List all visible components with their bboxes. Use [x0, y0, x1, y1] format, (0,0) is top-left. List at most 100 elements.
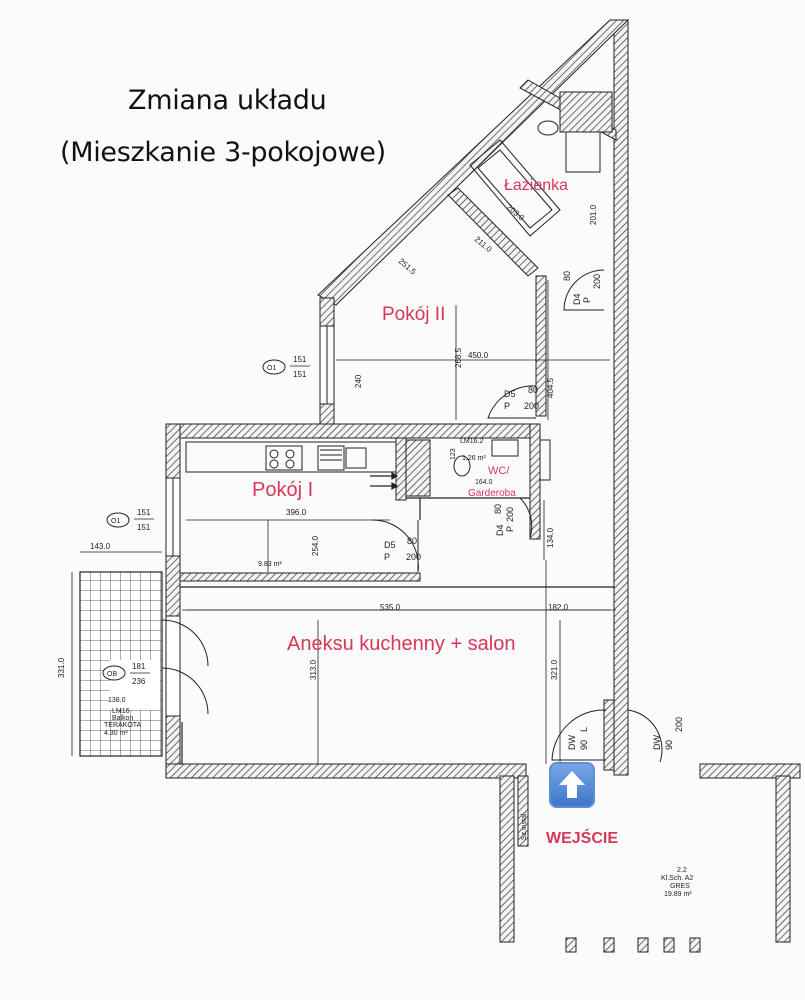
dim-164: 164.0 [475, 479, 493, 486]
balcony-width: 138.0 [108, 697, 126, 704]
door-arc-d5-lower [371, 519, 419, 573]
room-label-pokoj2: Pokój II [382, 304, 445, 325]
dim-123: 123 [450, 448, 457, 460]
dim-331: 331.0 [57, 657, 66, 678]
dim-313: 313.0 [309, 659, 318, 680]
wall-bath-diagonal [447, 187, 539, 277]
door-arc-d5-upper [487, 385, 537, 419]
wall-installation [517, 775, 529, 847]
label-lm162: LM16.2 [460, 438, 483, 445]
hall-area: 19.89 m² [664, 891, 692, 898]
door-swings [161, 269, 663, 763]
dim-535: 535.0 [380, 603, 401, 612]
bathroom-fixtures [469, 91, 613, 237]
window-tag-o1-upper: O1 151 151 [262, 355, 310, 379]
dim-2685: 268.5 [454, 347, 463, 368]
dim-134: 134.0 [546, 527, 555, 548]
wall-wc-left [395, 437, 407, 501]
svg-text:80: 80 [562, 271, 572, 281]
room-label-pokoj1: Pokój I [252, 479, 313, 501]
svg-text:90: 90 [664, 740, 674, 750]
dim-450: 450.0 [468, 351, 489, 360]
door-tag-d5-upper: D5 80 P 200 [504, 385, 539, 411]
door-arc-dw-right [627, 709, 663, 763]
svg-text:D4: D4 [495, 524, 505, 536]
svg-text:D5: D5 [504, 389, 516, 399]
balcony [79, 571, 163, 757]
svg-text:O1: O1 [267, 365, 276, 372]
bottom-stubs [565, 937, 701, 953]
svg-text:P: P [504, 401, 510, 411]
balcony-area: 4.30 m² [104, 730, 128, 737]
svg-text:200: 200 [674, 717, 684, 732]
balcony-name: Balkon [112, 715, 134, 722]
svg-text:236: 236 [132, 677, 146, 686]
installation-label: Sz.instal. [521, 812, 528, 840]
room-label-wc: WC/ [488, 465, 510, 477]
room-label-entrance: WEJŚCIE [546, 828, 618, 847]
dim-396: 396.0 [286, 508, 307, 517]
svg-text:O1: O1 [111, 518, 120, 525]
room-label-garderoba: Garderoba [468, 488, 516, 499]
wall-pokoj1-top [165, 423, 537, 439]
dim-321: 321.0 [550, 659, 559, 680]
wc-arrows [370, 471, 399, 491]
svg-text:181: 181 [132, 662, 146, 671]
svg-text:80: 80 [528, 385, 538, 395]
wc-area: 1.26 m² [462, 455, 486, 462]
plan-title-line1: Zmiana układu [128, 85, 327, 116]
wall-bottom [165, 763, 527, 779]
svg-text:151: 151 [137, 523, 151, 532]
hall-material: GRES [670, 883, 690, 890]
svg-text:200: 200 [524, 401, 539, 411]
door-arc-balcony-1 [161, 619, 209, 667]
door-arc-balcony-2 [161, 667, 209, 715]
svg-text:D4: D4 [572, 293, 582, 305]
svg-text:OB: OB [107, 671, 117, 678]
kitchen-counter [185, 441, 397, 473]
dim-143: 143.0 [90, 542, 111, 551]
wall-hall-left [499, 775, 515, 943]
dim-240: 240 [354, 374, 363, 388]
door-tag-d4-bath: D4 80 P 200 [562, 271, 602, 305]
svg-text:151: 151 [137, 508, 151, 517]
room-label-lazienka: Łazienka [504, 177, 568, 194]
wall-wc-right [529, 423, 541, 540]
dimension-lines [71, 280, 610, 764]
window-tag-o1-lower: O1 151 151 [106, 508, 154, 532]
svg-text:200: 200 [592, 274, 602, 289]
balcony-material: TERAKOTA [104, 722, 142, 729]
door-tag-d5-lower: D5 80 P 200 [384, 536, 421, 562]
area-pokoj1: 9.83 m² [258, 561, 282, 568]
plan-title-line2: (Mieszkanie 3-pokojowe) [60, 137, 386, 168]
up-arrow-icon [549, 762, 595, 808]
svg-text:200: 200 [406, 552, 421, 562]
svg-text:80: 80 [407, 536, 417, 546]
wc-fixtures [405, 439, 551, 497]
dim-201: 201.0 [589, 204, 598, 225]
door-arc-dw-left [551, 709, 607, 761]
room-label-salon: Aneksu kuchenny + salon [287, 633, 516, 655]
window-tag-ob: OB 181 236 [102, 662, 150, 686]
wall-entrance-stub [603, 699, 615, 771]
wall-pokoj1-bottom [179, 572, 421, 582]
door-arc-d4-wc [519, 497, 533, 539]
wall-hall-right [775, 775, 791, 943]
balcony-code: LM16 [112, 708, 130, 715]
door-tag-dw-left: DW 90 L [567, 727, 589, 750]
svg-text:DW: DW [567, 735, 577, 750]
hall-class: Kl.Sch. A2 [661, 875, 693, 882]
svg-text:D5: D5 [384, 540, 396, 550]
door-tag-d4-wc: D4 80 P 200 [493, 504, 515, 536]
svg-text:90: 90 [579, 740, 589, 750]
door-arc-d4-bath [563, 269, 605, 311]
dim-254: 254.0 [311, 535, 320, 556]
dim-2515: 251.5 [397, 257, 419, 277]
windows [165, 325, 335, 717]
wall-pokoj2-right [535, 275, 547, 417]
dim-4045: 404.5 [546, 377, 555, 398]
svg-text:L: L [579, 727, 589, 732]
wall-hall-top [699, 763, 801, 779]
